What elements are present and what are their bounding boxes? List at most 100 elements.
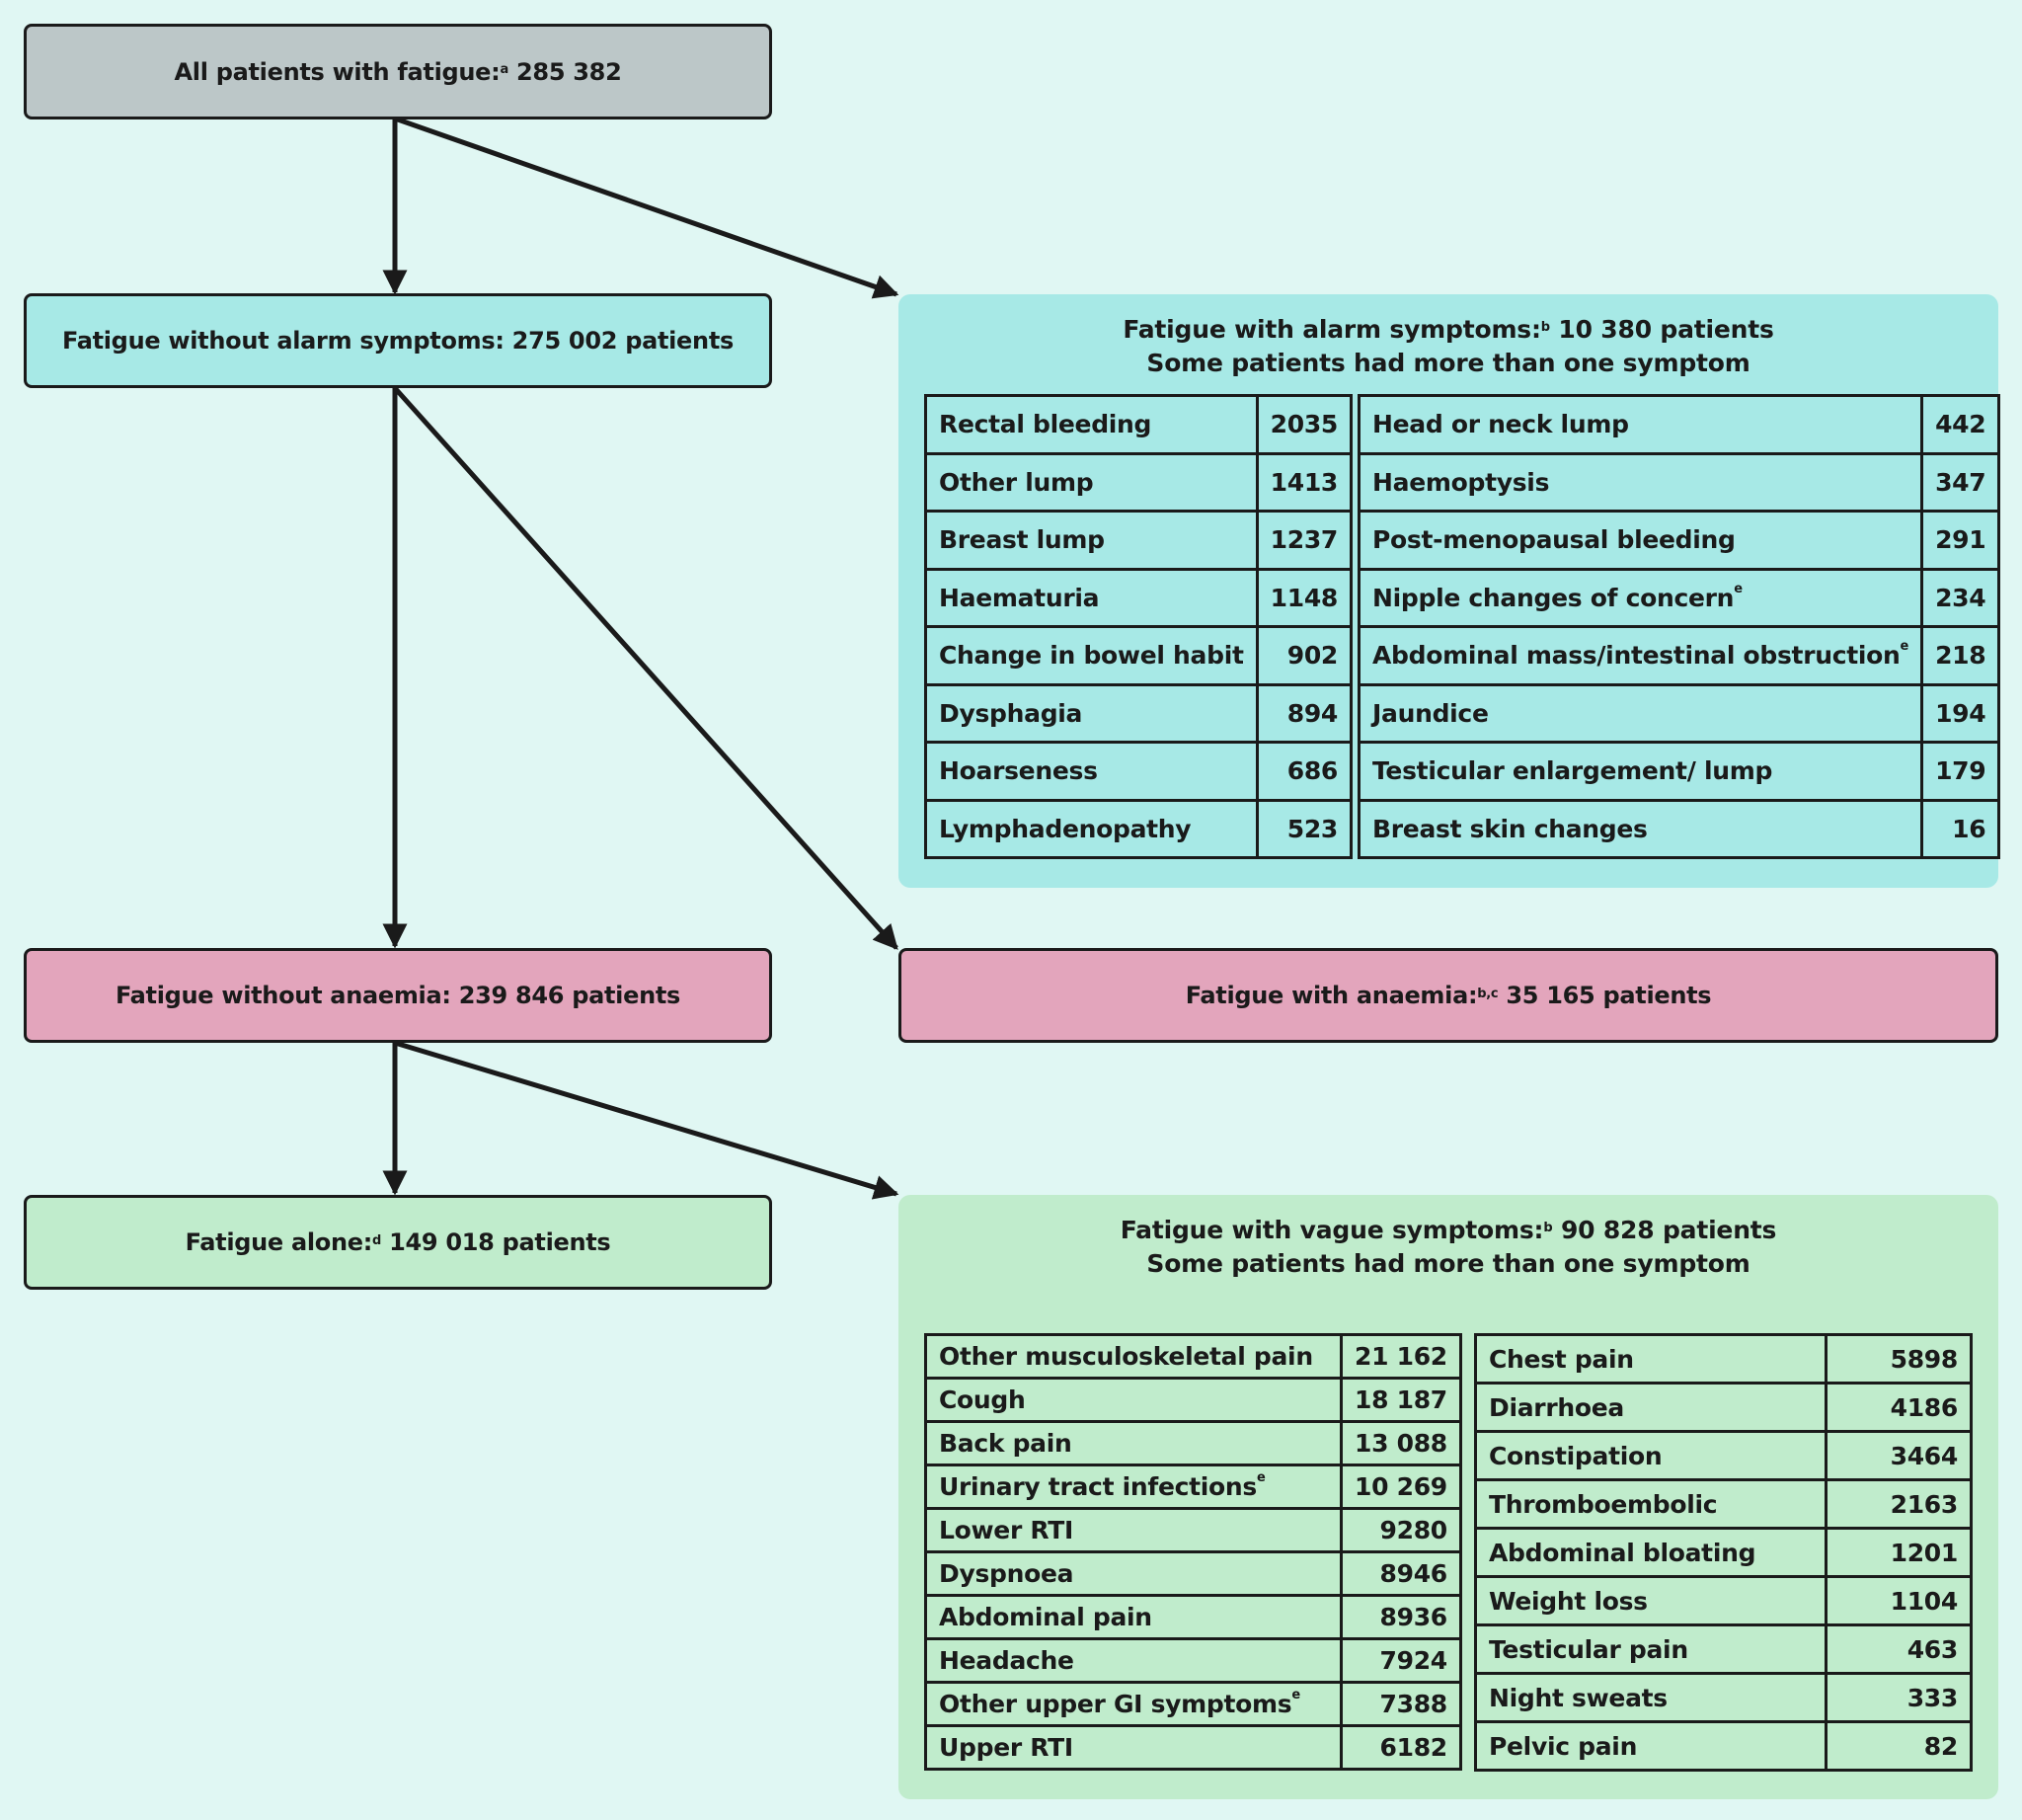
- symptom-count: 9280: [1340, 1507, 1462, 1553]
- panel-with-alarm: Fatigue with alarm symptoms:b 10 380 pat…: [898, 294, 2001, 888]
- symptom-name-cell: Diarrhoea: [1474, 1382, 1828, 1433]
- symptom-name: Headache: [939, 1646, 1074, 1675]
- table-row: Diarrhoea 4186: [1474, 1382, 1973, 1433]
- symptom-name-cell: Back pain: [924, 1420, 1343, 1466]
- arrow-without-anaemia-to-with-vague: [394, 1040, 899, 1200]
- arrow-all-to-with-alarm: [394, 116, 899, 299]
- symptom-name-cell: Abdominal mass/intestinal obstructione: [1357, 625, 1924, 686]
- node-all-label: All patients with fatigue:: [174, 57, 501, 86]
- symptom-name: Head or neck lump: [1372, 410, 1629, 439]
- symptom-name-cell: Constipation: [1474, 1430, 1828, 1481]
- symptom-name-cell: Other musculoskeletal pain: [924, 1333, 1343, 1380]
- symptom-name: Post-menopausal bleeding: [1372, 525, 1736, 555]
- symptom-count: 194: [1920, 682, 2001, 744]
- node-with-anaemia-value: 35 165 patients: [1506, 982, 1712, 1009]
- node-without-anaemia-label: Fatigue without anaemia: 239 846 patient…: [115, 982, 681, 1009]
- symptom-name: Rectal bleeding: [939, 410, 1152, 439]
- symptom-count: 291: [1920, 510, 2001, 571]
- symptom-name-cell: Rectal bleeding: [924, 394, 1259, 455]
- symptom-count: 18 187: [1340, 1377, 1462, 1423]
- symptom-count: 179: [1920, 741, 2001, 802]
- symptom-name: Upper RTI: [939, 1733, 1073, 1762]
- symptom-name: Pelvic pain: [1489, 1731, 1638, 1761]
- symptom-count: 6182: [1340, 1724, 1462, 1771]
- symptom-count: 442: [1920, 394, 2001, 455]
- symptom-count: 13 088: [1340, 1420, 1462, 1466]
- node-with-anaemia-footnote: b,c: [1477, 986, 1499, 1001]
- symptom-count: 16: [1920, 798, 2001, 859]
- with-vague-note: Some patients had more than one symptom: [1146, 1249, 1750, 1278]
- symptom-name: Lower RTI: [939, 1516, 1073, 1544]
- symptom-name-cell: Dysphagia: [924, 682, 1259, 744]
- symptom-name: Haematuria: [939, 583, 1100, 612]
- symptom-footnote: e: [1291, 1688, 1300, 1702]
- symptom-count: 21 162: [1340, 1333, 1462, 1380]
- with-vague-value: 90 828 patients: [1560, 1216, 1777, 1244]
- symptom-count: 686: [1255, 741, 1354, 802]
- symptom-count: 10 269: [1340, 1464, 1462, 1510]
- panel-with-vague-heading: Fatigue with vague symptoms:b 90 828 pat…: [898, 1214, 1998, 1281]
- symptom-name: Abdominal bloating: [1489, 1538, 1756, 1567]
- table-row: Haematuria 1148: [924, 567, 1354, 628]
- node-alone-value: 149 018 patients: [389, 1228, 611, 1256]
- symptom-count: 463: [1825, 1623, 1973, 1675]
- symptom-name: Diarrhoea: [1489, 1392, 1624, 1422]
- symptom-count: 3464: [1825, 1430, 1973, 1481]
- symptom-name-cell: Abdominal pain: [924, 1594, 1343, 1640]
- with-alarm-label: Fatigue with alarm symptoms:: [1123, 315, 1541, 344]
- symptom-count: 82: [1825, 1720, 1973, 1772]
- symptom-name-cell: Lymphadenopathy: [924, 798, 1259, 859]
- symptom-name: Hoarseness: [939, 756, 1098, 786]
- symptom-name-cell: Weight loss: [1474, 1575, 1828, 1626]
- node-alone-footnote: d: [372, 1232, 382, 1248]
- symptom-count: 1104: [1825, 1575, 1973, 1626]
- symptom-name-cell: Upper RTI: [924, 1724, 1343, 1771]
- symptom-name: Abdominal mass/intestinal obstruction: [1372, 641, 1901, 671]
- symptom-count: 234: [1920, 567, 2001, 628]
- symptom-count: 8946: [1340, 1550, 1462, 1597]
- table-row: Post-menopausal bleeding 291: [1357, 510, 2001, 571]
- symptom-name: Cough: [939, 1385, 1026, 1414]
- table-row: Pelvic pain 82: [1474, 1720, 1973, 1772]
- symptom-count: 1148: [1255, 567, 1354, 628]
- node-all-patients: All patients with fatigue:a 285 382: [24, 24, 772, 119]
- symptom-count: 4186: [1825, 1382, 1973, 1433]
- symptom-name-cell: Dyspnoea: [924, 1550, 1343, 1597]
- symptom-name-cell: Post-menopausal bleeding: [1357, 510, 1924, 571]
- symptom-name-cell: Pelvic pain: [1474, 1720, 1828, 1772]
- symptom-count: 1201: [1825, 1527, 1973, 1578]
- symptom-name-cell: Hoarseness: [924, 741, 1259, 802]
- symptom-footnote: e: [1900, 639, 1909, 655]
- panel-with-vague: Fatigue with vague symptoms:b 90 828 pat…: [898, 1195, 1998, 1799]
- arrow-without-alarm-to-with-anaemia: [393, 386, 898, 950]
- symptom-name: Lymphadenopathy: [939, 814, 1192, 843]
- with-alarm-note: Some patients had more than one symptom: [1146, 349, 1750, 377]
- panel-with-alarm-heading: Fatigue with alarm symptoms:b 10 380 pat…: [898, 313, 1998, 380]
- symptom-count: 333: [1825, 1672, 1973, 1723]
- symptom-name: Nipple changes of concern: [1372, 583, 1735, 612]
- symptom-name-cell: Other lump: [924, 451, 1259, 513]
- symptom-name-cell: Chest pain: [1474, 1333, 1828, 1385]
- symptom-name-cell: Testicular enlargement/ lump: [1357, 741, 1924, 802]
- symptom-name: Testicular enlargement/ lump: [1372, 756, 1773, 786]
- symptom-name: Haemoptysis: [1372, 467, 1550, 497]
- node-without-anaemia: Fatigue without anaemia: 239 846 patient…: [24, 948, 772, 1043]
